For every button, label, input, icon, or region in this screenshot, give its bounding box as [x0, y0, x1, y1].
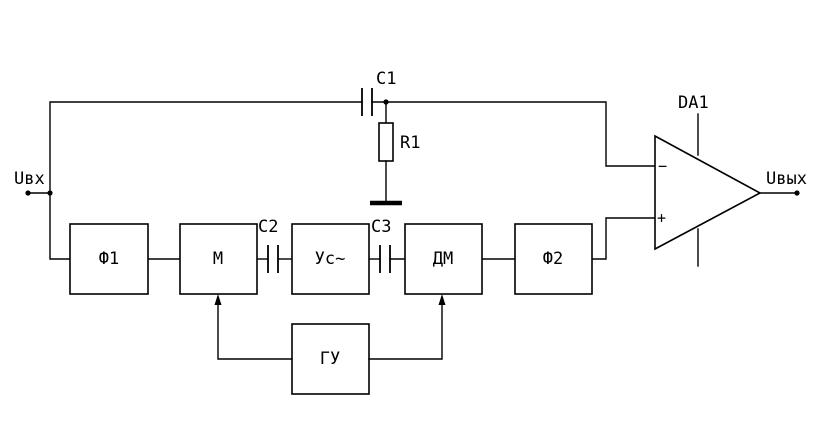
- block-dm: ДМ: [404, 223, 483, 295]
- block-f2-label: Ф2: [543, 249, 563, 269]
- capacitor-c1: [361, 88, 373, 116]
- block-f1-label: Ф1: [99, 249, 119, 269]
- block-f2: Ф2: [514, 223, 593, 295]
- block-f1: Ф1: [69, 223, 149, 295]
- block-gen-label: ГУ: [320, 349, 340, 369]
- block-m-label: М: [213, 249, 223, 269]
- block-amp: Ус~: [291, 223, 370, 295]
- label-da1: DA1: [678, 93, 709, 113]
- label-c2: C2: [258, 217, 278, 237]
- top-wire: [49, 101, 656, 194]
- opamp-minus-sign: −: [658, 157, 667, 175]
- capacitor-c2: [267, 245, 279, 273]
- label-c3: C3: [371, 217, 391, 237]
- block-dm-label: ДМ: [433, 249, 453, 269]
- input-terminal: [25, 190, 53, 196]
- label-uout: Uвых: [766, 169, 807, 189]
- label-uin: Uвх: [14, 169, 45, 189]
- block-gen: ГУ: [291, 323, 370, 395]
- chain-wires: [49, 192, 656, 260]
- label-r1: R1: [400, 133, 420, 153]
- opamp-da1: [654, 113, 800, 267]
- label-c1: C1: [376, 69, 396, 89]
- block-m: М: [179, 223, 258, 295]
- opamp-plus-sign: +: [657, 209, 666, 227]
- generator-wires: [214, 294, 446, 360]
- capacitor-c3: [379, 245, 391, 273]
- resistor-r1: [378, 99, 394, 203]
- block-amp-label: Ус~: [315, 249, 346, 269]
